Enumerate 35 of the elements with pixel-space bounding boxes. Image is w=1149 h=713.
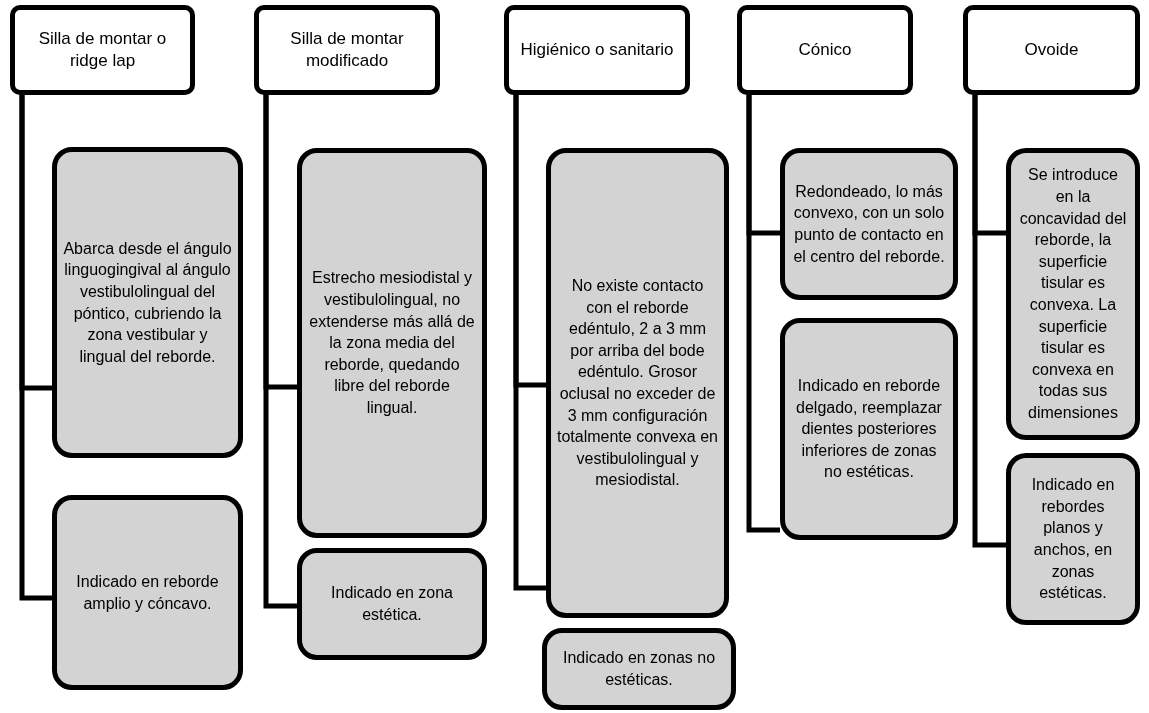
description-box (52, 495, 243, 690)
description-box (542, 628, 736, 710)
description-box (297, 548, 487, 660)
heading-text: Silla de montar modificado (289, 27, 405, 72)
description-text: Se introduce en la concavidad del reborde, la superficie tisular es convexa. La superficie tisular es convexa en todas sus dimensiones (1018, 165, 1128, 423)
description-box (1006, 148, 1140, 440)
description-box (52, 147, 243, 458)
description-text: Indicado en zonas no estéticas. (561, 648, 717, 690)
connector-line (263, 95, 297, 609)
description-text: No existe contacto con el reborde edéntulo, 2 a 3 mm por arriba del bode edéntulo. Grosor oclusal no exceder de 3 mm configuración totalmente convexa en vestibulolingual y mesiodistal. (557, 276, 718, 491)
description-text: Indicado en reborde amplio y cóncavo. (75, 571, 220, 614)
title-box (254, 5, 440, 95)
description-text: Indicado en reborde delgado, reemplazar dientes posteriores inferiores de zonas no estéticas. (795, 376, 943, 483)
connector-line (513, 95, 546, 591)
connector-line (19, 95, 52, 601)
connector-line (746, 95, 780, 533)
description-box (780, 318, 958, 540)
description-box (780, 148, 958, 300)
description-text: Indicado en rebordes planos y anchos, en zonas estéticas. (1030, 475, 1116, 604)
heading-text: Ovoide (1024, 38, 1079, 61)
connector-line (972, 95, 1006, 548)
description-text: Indicado en zona estética. (330, 583, 454, 625)
heading-text: Higiénico o sanitario (520, 38, 674, 61)
description-box (546, 148, 729, 618)
description-text: Redondeado, lo más convexo, con un solo punto de contacto en el centro del reborde. (792, 181, 946, 267)
description-text: Abarca desde el ángulo linguogingival al ángulo vestibulolingual del póntico, cubriendo la zona vestibular y lingual del reborde. (63, 238, 232, 367)
heading-text: Cónico (798, 38, 852, 61)
description-text: Estrecho mesiodistal y vestibulolingual, no extenderse más allá de la zona media del reborde, quedando libre del reborde lingual. (308, 268, 476, 418)
description-box (297, 148, 487, 538)
description-box (1006, 453, 1140, 625)
title-box (963, 5, 1140, 95)
title-box (737, 5, 913, 95)
title-box (504, 5, 690, 95)
title-box (10, 5, 195, 95)
heading-text: Silla de montar o ridge lap (37, 27, 168, 72)
